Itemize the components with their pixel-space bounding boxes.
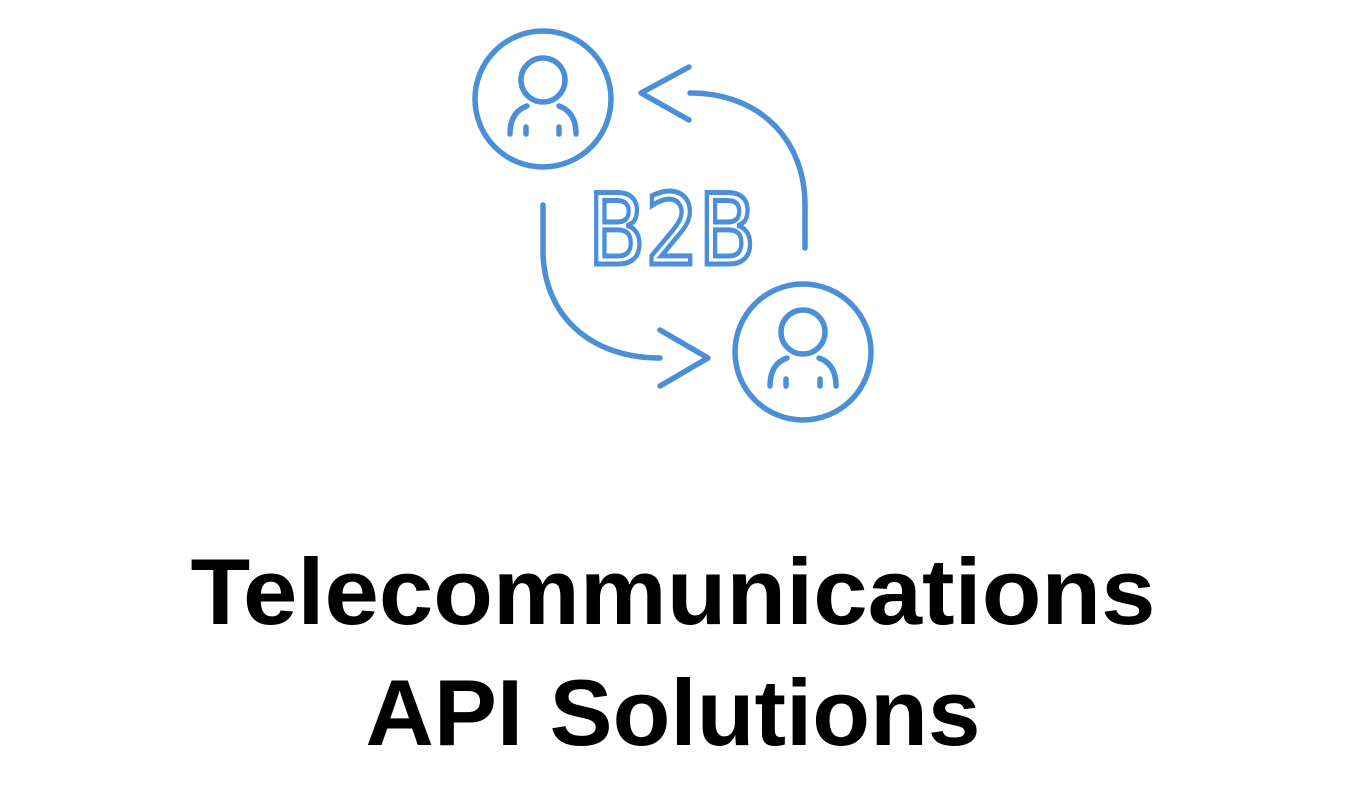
user-icon-top [472,28,614,170]
b2b-label: B2B [588,174,756,288]
arrow-right-icon [540,202,711,389]
user-icon-bottom [732,281,874,423]
arrow-left-icon [638,64,808,251]
page-title-line-2: API Solutions [366,660,981,765]
page-title-line-1: Telecommunications [191,539,1156,644]
